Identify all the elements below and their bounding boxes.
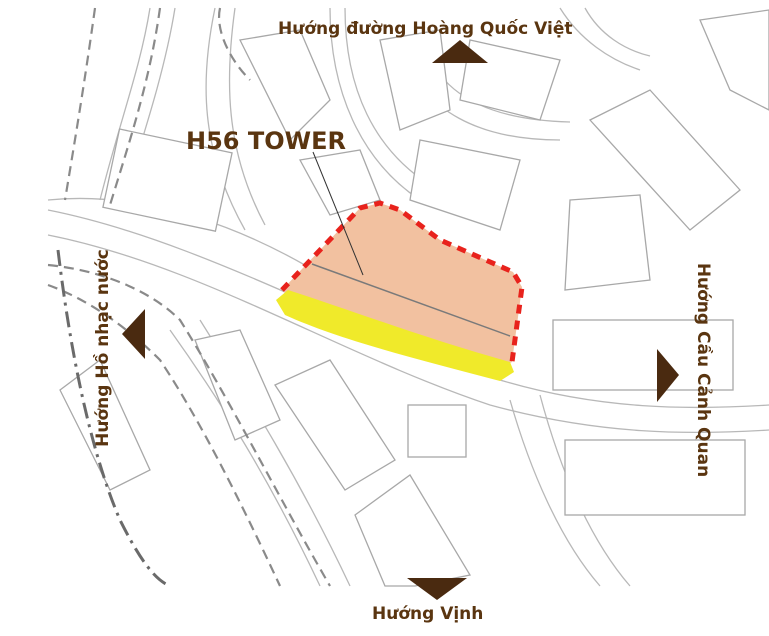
tower-site [282,203,522,372]
tower-label: H56 TOWER [186,127,346,155]
site-divider [311,263,511,337]
direction-label-south: Hướng Vịnh [372,604,484,624]
arrow-up-icon [432,40,488,63]
site-boundary [280,200,525,363]
arrow-left-icon [122,309,145,359]
direction-label-east: Hướng Cầu Cảnh Quan [693,262,713,478]
direction-label-north: Hướng đường Hoàng Quốc Việt [278,19,573,39]
arrow-right-icon [657,349,679,402]
tower-leader-line [312,151,364,276]
building-blocks [59,9,769,587]
dashed-boundaries [47,7,331,587]
direction-label-west: Hướng Hồ nhạc nước [93,249,113,447]
site-frontage [276,290,514,381]
arrow-down-icon [407,578,467,600]
dash-dot-boundary [56,249,171,588]
